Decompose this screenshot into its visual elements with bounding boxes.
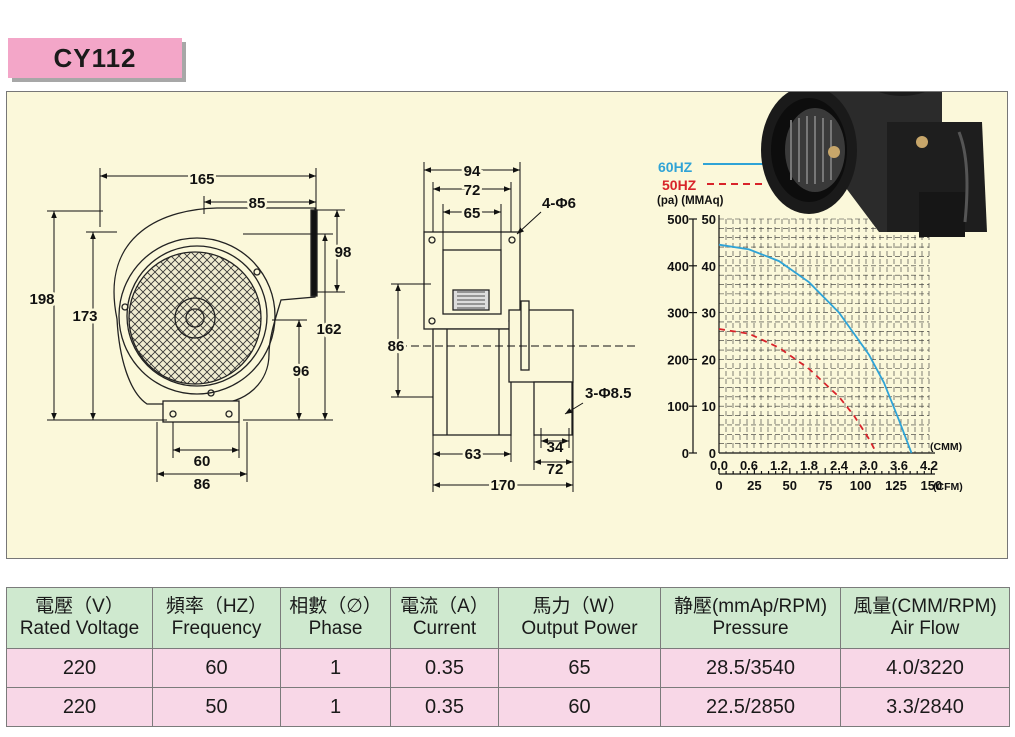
cell-voltage: 220 <box>6 648 153 688</box>
drawing-canvas: 165 85 98 198 173 162 96 60 86 <box>27 92 987 497</box>
x-cfm-unit: (CFM) <box>933 481 963 493</box>
side-view-labels: 94 72 65 4-Φ6 86 63 170 34 72 3-Φ8.5 <box>385 161 632 497</box>
header-voltage: 電壓（V）Rated Voltage <box>6 587 153 649</box>
dim-173: 173 <box>72 308 97 325</box>
side-view-drawing <box>423 231 574 436</box>
y-tick-label-pa: 500 <box>667 212 689 227</box>
cell-current: 0.35 <box>390 687 499 727</box>
dim-86: 86 <box>194 476 211 493</box>
y-tick-label-mmaq: 50 <box>702 212 716 227</box>
cell-frequency: 50 <box>152 687 281 727</box>
y-tick-label-pa: 300 <box>667 306 689 321</box>
x-tick-label-cmm: 4.2 <box>920 458 938 473</box>
x-tick-label-cfm: 75 <box>818 478 832 493</box>
dim-72-top: 72 <box>464 182 481 199</box>
y-tick-label-mmaq: 10 <box>702 399 716 414</box>
front-view-dimensions <box>47 168 345 482</box>
drawing-panel: 165 85 98 198 173 162 96 60 86 <box>6 91 1008 559</box>
x-tick-label-cfm: 100 <box>850 478 872 493</box>
cell-output-power: 60 <box>498 687 661 727</box>
dim-86-side: 86 <box>388 338 405 355</box>
model-title: CY112 <box>53 42 137 73</box>
legend-60hz: 60HZ <box>658 159 693 175</box>
x-tick-label-cmm: 0.6 <box>740 458 758 473</box>
front-view-labels: 165 85 98 198 173 162 96 60 86 <box>27 169 354 494</box>
cell-pressure: 22.5/2850 <box>660 687 841 727</box>
chart-series <box>718 243 913 454</box>
header-frequency: 頻率（HZ）Frequency <box>152 587 281 649</box>
dim-3-phi8-5: 3-Φ8.5 <box>585 385 632 402</box>
header-pressure: 静壓(mmAp/RPM)Pressure <box>660 587 841 649</box>
dim-63: 63 <box>465 446 482 463</box>
header-phase: 相數（∅）Phase <box>280 587 391 649</box>
cell-output-power: 65 <box>498 648 661 688</box>
x-tick-label-cfm: 0 <box>715 478 722 493</box>
x-cmm-unit: (CMM) <box>930 441 962 453</box>
cell-air-flow: 4.0/3220 <box>840 648 1010 688</box>
legend-50hz: 50HZ <box>662 177 697 193</box>
y-tick-label-pa: 400 <box>667 259 689 274</box>
x-tick-label-cmm: 3.0 <box>860 458 878 473</box>
chart-axes <box>689 215 935 475</box>
cell-phase: 1 <box>280 687 391 727</box>
x-tick-label-cfm: 25 <box>747 478 761 493</box>
series-line-50hz <box>718 328 878 454</box>
dim-60: 60 <box>194 453 211 470</box>
cell-phase: 1 <box>280 648 391 688</box>
header-air-flow: 風量(CMM/RPM)Air Flow <box>840 587 1010 649</box>
dim-65: 65 <box>464 205 481 222</box>
x-tick-label-cmm: 1.8 <box>800 458 818 473</box>
dim-98: 98 <box>335 244 352 261</box>
dim-165: 165 <box>189 171 214 188</box>
x-tick-label-cfm: 125 <box>885 478 907 493</box>
table-row: 220 50 1 0.35 60 22.5/2850 3.3/2840 <box>6 687 1010 727</box>
blower-product-photo <box>761 92 987 237</box>
front-view-drawing <box>113 207 318 423</box>
chart-grid <box>719 218 930 453</box>
header-current: 電流（A）Current <box>390 587 499 649</box>
cell-pressure: 28.5/3540 <box>660 648 841 688</box>
y-tick-label-mmaq: 40 <box>702 259 716 274</box>
x-tick-label-cmm: 2.4 <box>830 458 849 473</box>
spec-table: 電壓（V）Rated Voltage 頻率（HZ）Frequency 相數（∅）… <box>6 587 1010 727</box>
side-view-dimensions <box>387 162 635 492</box>
y-tick-label-mmaq: 20 <box>702 352 716 367</box>
x-tick-label-cmm: 1.2 <box>770 458 788 473</box>
x-tick-label-cmm: 0.0 <box>710 458 728 473</box>
y-tick-label-mmaq: 30 <box>702 306 716 321</box>
x-tick-label-cfm: 50 <box>783 478 797 493</box>
y-axis-units: (pa) (MMAq) <box>657 195 724 207</box>
chart-legend: 60HZ 50HZ <box>658 159 767 193</box>
dim-162: 162 <box>316 321 341 338</box>
y-tick-label-pa: 0 <box>682 446 689 461</box>
table-row: 220 60 1 0.35 65 28.5/3540 4.0/3220 <box>6 648 1010 688</box>
table-header-row: 電壓（V）Rated Voltage 頻率（HZ）Frequency 相數（∅）… <box>6 587 1010 649</box>
dim-198: 198 <box>29 291 54 308</box>
dim-170: 170 <box>490 477 515 494</box>
dim-4-phi6: 4-Φ6 <box>542 195 576 212</box>
series-line-60hz <box>718 243 913 454</box>
x-tick-label-cmm: 3.6 <box>890 458 908 473</box>
dim-85: 85 <box>249 195 266 212</box>
cell-voltage: 220 <box>6 687 153 727</box>
dim-96: 96 <box>293 363 310 380</box>
dim-94: 94 <box>464 163 481 180</box>
y-tick-label-mmaq: 0 <box>709 446 716 461</box>
cell-air-flow: 3.3/2840 <box>840 687 1010 727</box>
header-output-power: 馬力（W）Output Power <box>498 587 661 649</box>
dim-72-bottom: 72 <box>547 461 564 478</box>
cell-frequency: 60 <box>152 648 281 688</box>
dim-34: 34 <box>547 439 564 456</box>
model-tab: CY112 <box>8 38 182 78</box>
x-tick-label-cfm: 150 <box>921 478 943 493</box>
y-tick-label-pa: 200 <box>667 352 689 367</box>
cell-current: 0.35 <box>390 648 499 688</box>
y-tick-label-pa: 100 <box>667 399 689 414</box>
